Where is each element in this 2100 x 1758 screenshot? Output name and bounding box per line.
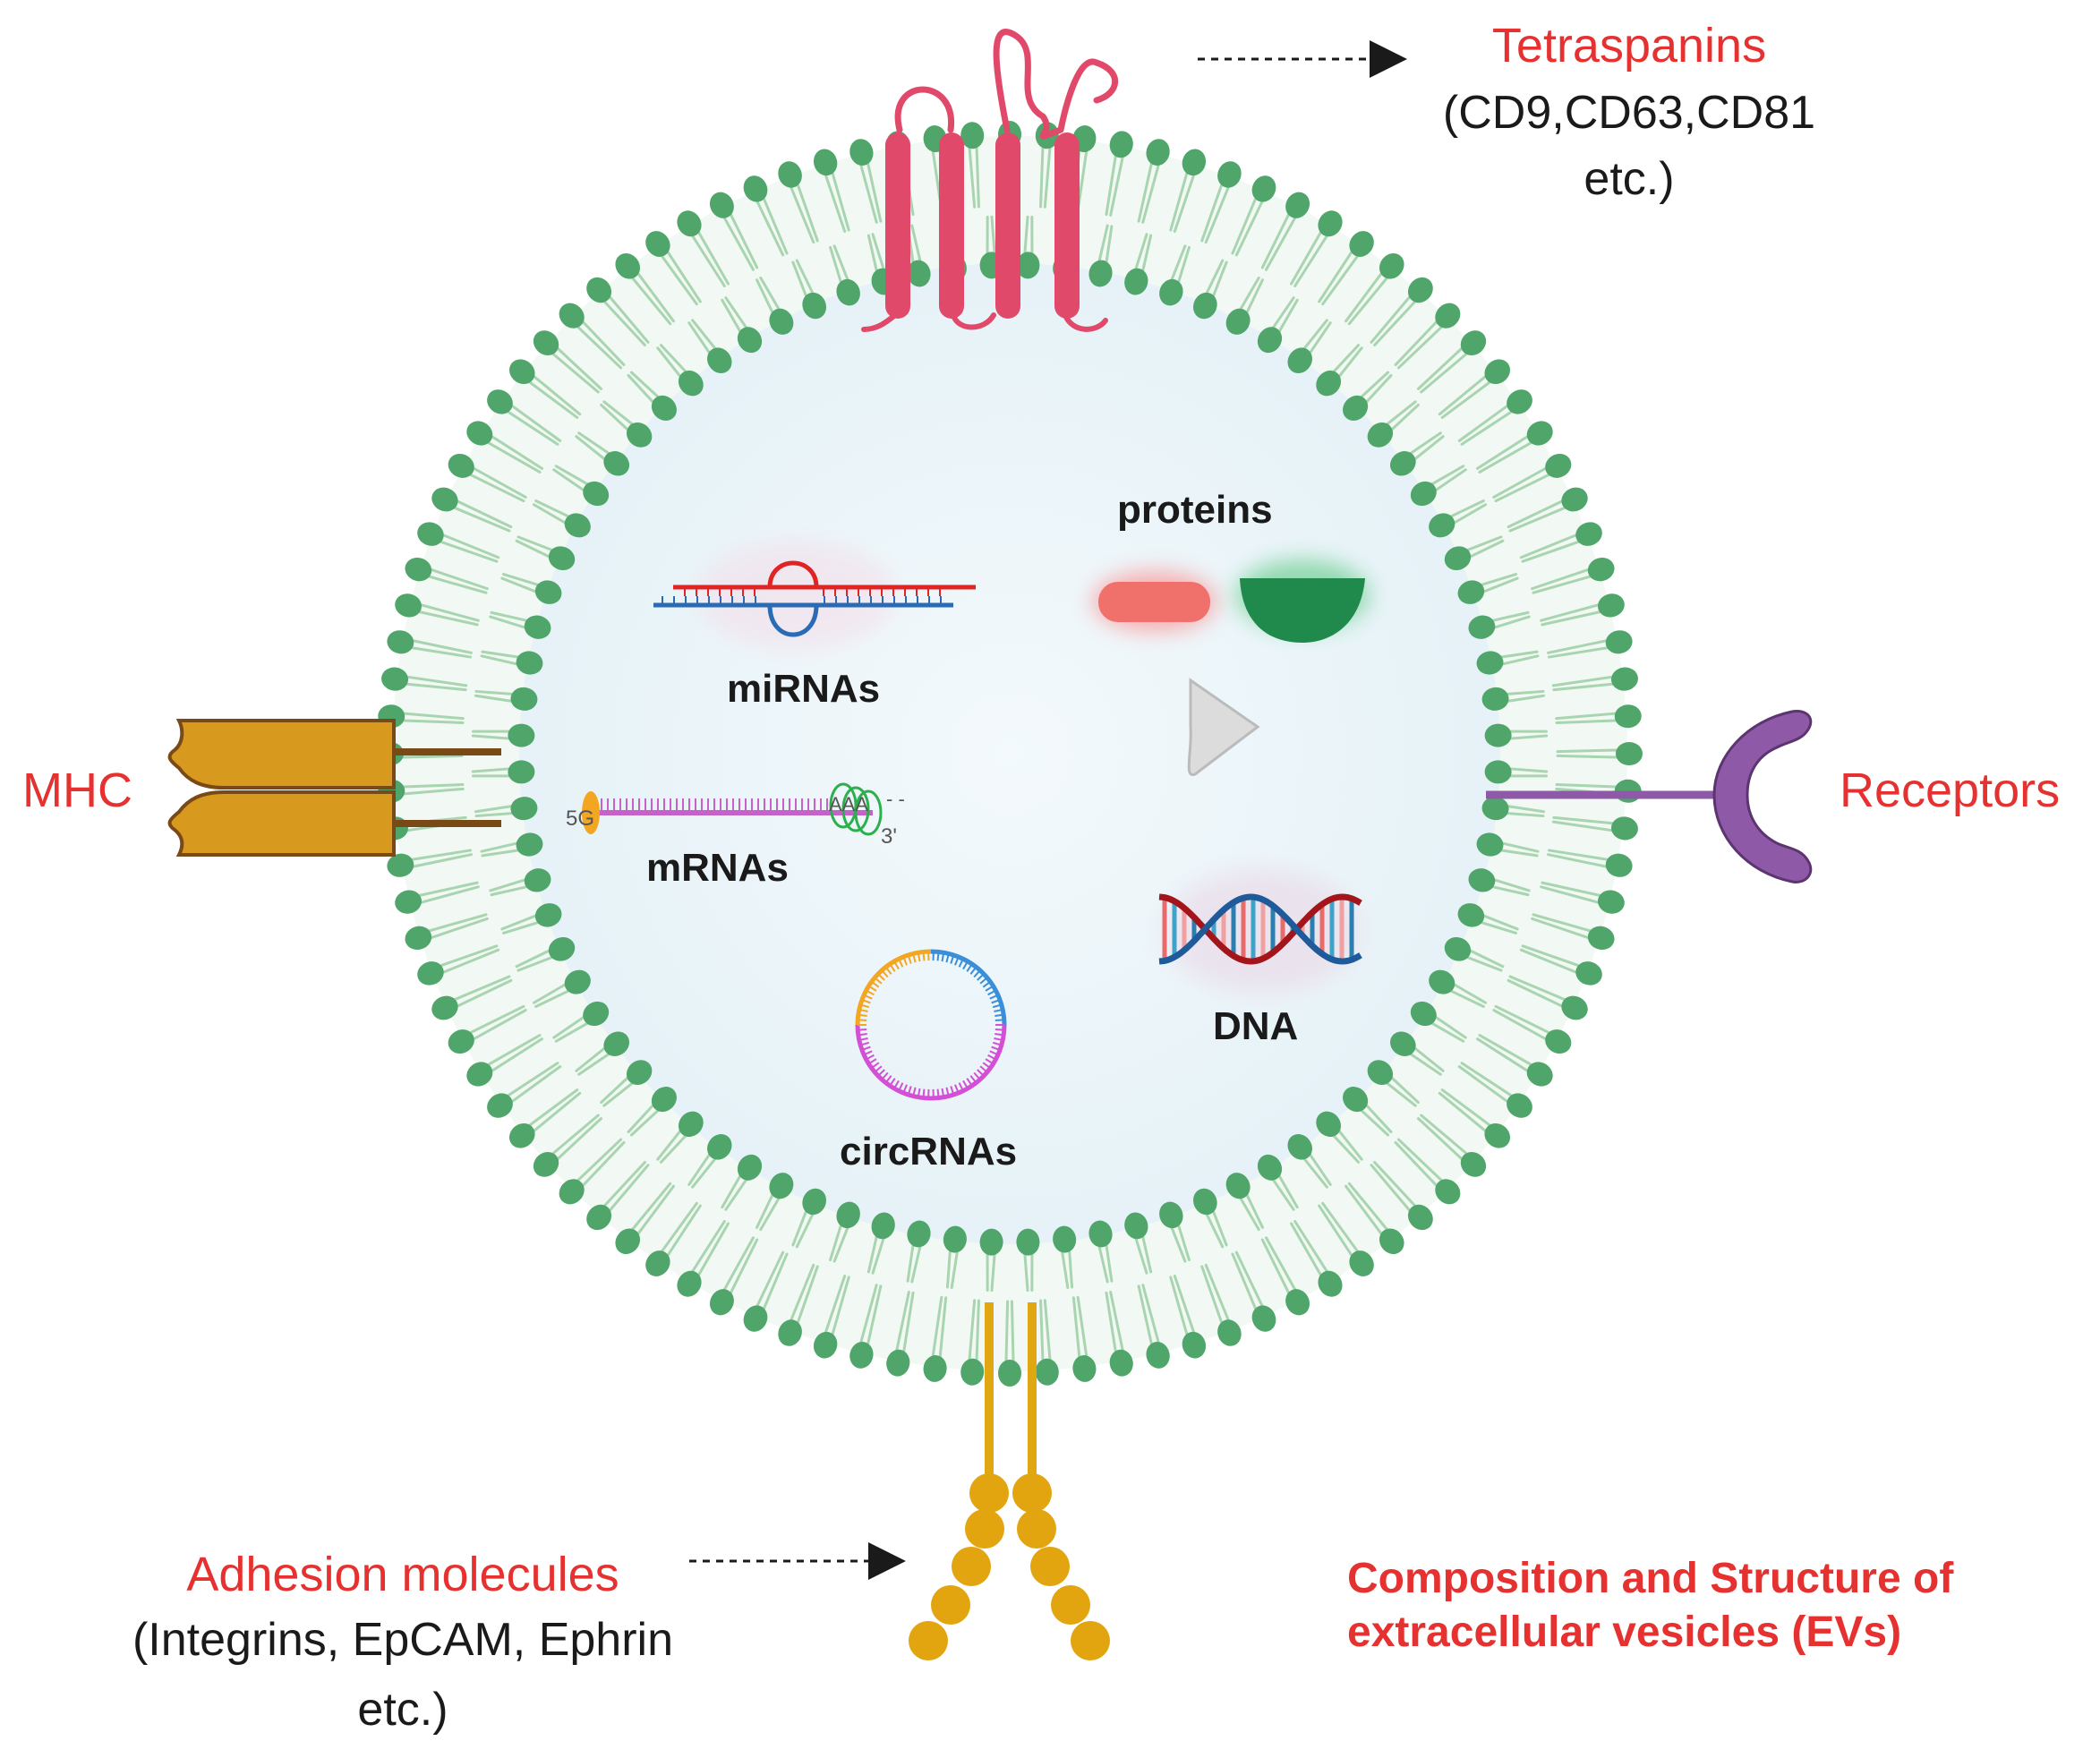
mrna-icon: 5G AAA - - 3' [566,782,905,849]
mhc-label: MHC [22,764,132,817]
mirnas-label: miRNAs [727,667,881,711]
lipid-tails-inner [471,215,1549,1293]
mrna-5prime-label: 5G [566,806,594,831]
dna-helix-icon [1158,893,1362,965]
mirna-icon [653,560,976,637]
dna-label: DNA [1213,1004,1299,1048]
adhesion-molecule-icon [909,1302,1110,1660]
caption-line1: Composition and Structure of [1347,1555,1954,1602]
mrnas-label: mRNAs [646,846,789,890]
tetraspanin-helices [885,132,1080,319]
adhesion-detail-line2: etc.) [357,1684,448,1736]
mrna-dash-top: - - [886,788,905,810]
adhesion-detail-line1: (Integrins, EpCAM, Ephrin [132,1614,674,1666]
adhesion-title: Adhesion molecules [186,1548,619,1601]
tetraspanins-title: Tetraspanins [1491,19,1767,73]
tetraspanins-detail-line2: etc.) [1584,153,1675,205]
receptor-icon [1486,709,1813,883]
protein-icon [1098,578,1365,776]
mrna-polya-label: AAA [829,793,868,815]
circrna-icon [855,949,1007,1101]
mrna-3prime-label: 3' [881,824,897,849]
receptors-label: Receptors [1840,764,2061,817]
lipid-heads-outer [377,121,1643,1387]
circrnas-label: circRNAs [840,1130,1018,1173]
tetraspanin-icon [861,29,1119,332]
proteins-label: proteins [1117,488,1273,532]
lipid-tails-outer [401,145,1618,1362]
mhc-icon [167,719,501,857]
tetraspanins-detail-line1: (CD9,CD63,CD81 [1442,87,1816,139]
caption-line2: extracellular vesicles (EVs) [1347,1609,1902,1656]
lumen [519,263,1500,1244]
